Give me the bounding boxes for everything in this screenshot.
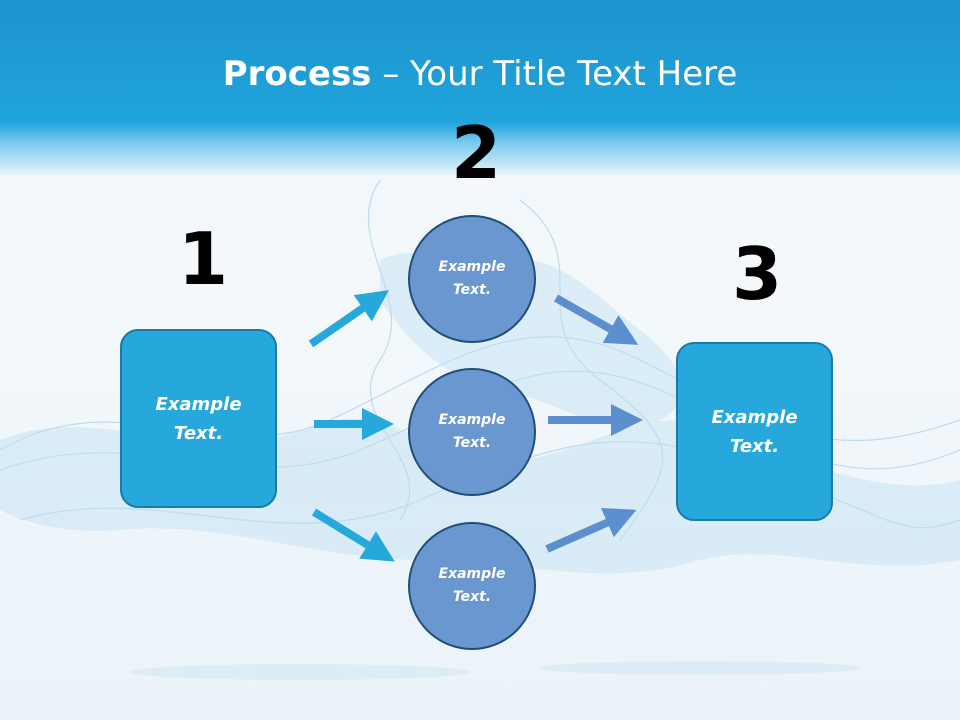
step-number-1: 1 [178,217,229,301]
step-number-3: 3 [732,232,783,316]
arrow-to-top-circle [308,290,390,348]
title-bold: Process [222,54,372,94]
slide-title: Process – Your Title Text Here [0,52,960,96]
step-box-1: Example Text. [120,329,277,508]
step-number-2: 2 [451,111,502,195]
circle-top: Example Text. [408,215,536,343]
circle-bottom-text: Example Text. [438,566,506,605]
title-rest: – Your Title Text Here [371,54,738,94]
title-band [0,0,960,175]
arrow-to-bottom-circle [311,508,395,562]
circle-bottom: Example Text. [408,522,536,650]
arrow-from-top-circle [554,294,639,345]
circle-middle-text: Example Text. [438,412,506,451]
step-box-3: Example Text. [676,342,833,521]
circle-middle: Example Text. [408,368,536,496]
step-box-1-text: Example Text. [155,393,242,444]
circle-top-text: Example Text. [438,259,506,298]
step-box-3-text: Example Text. [711,406,798,457]
arrow-from-bottom-circle [545,507,637,553]
